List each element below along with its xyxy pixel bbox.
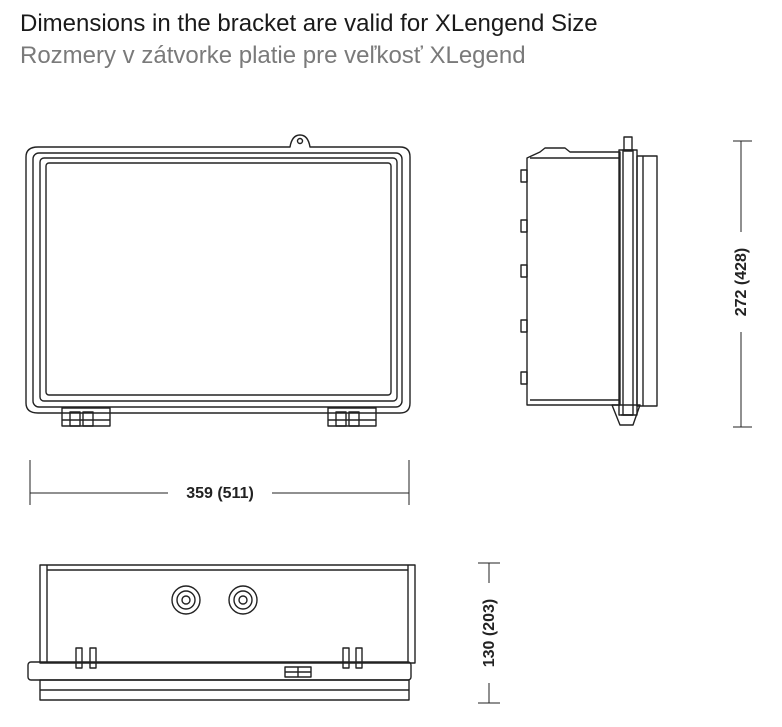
width-dimension-line	[29, 460, 410, 505]
gland-left	[171, 585, 201, 615]
front-hinge-left	[61, 407, 111, 427]
front-view	[25, 134, 411, 427]
depth-dimension-line	[478, 562, 500, 704]
side-view	[520, 136, 658, 426]
bottom-view	[27, 564, 416, 701]
front-hinge-right	[327, 407, 377, 427]
depth-dimension-label: 130 (203)	[481, 599, 498, 668]
height-dimension-label: 272 (428)	[733, 248, 750, 317]
height-dimension-line	[733, 140, 752, 428]
width-dimension-label: 359 (511)	[186, 485, 254, 502]
title-english: Dimensions in the bracket are valid for …	[20, 10, 598, 37]
gland-right	[228, 585, 258, 615]
title-slovak: Rozmery v zátvorke platie pre veľkosť XL…	[20, 42, 526, 69]
